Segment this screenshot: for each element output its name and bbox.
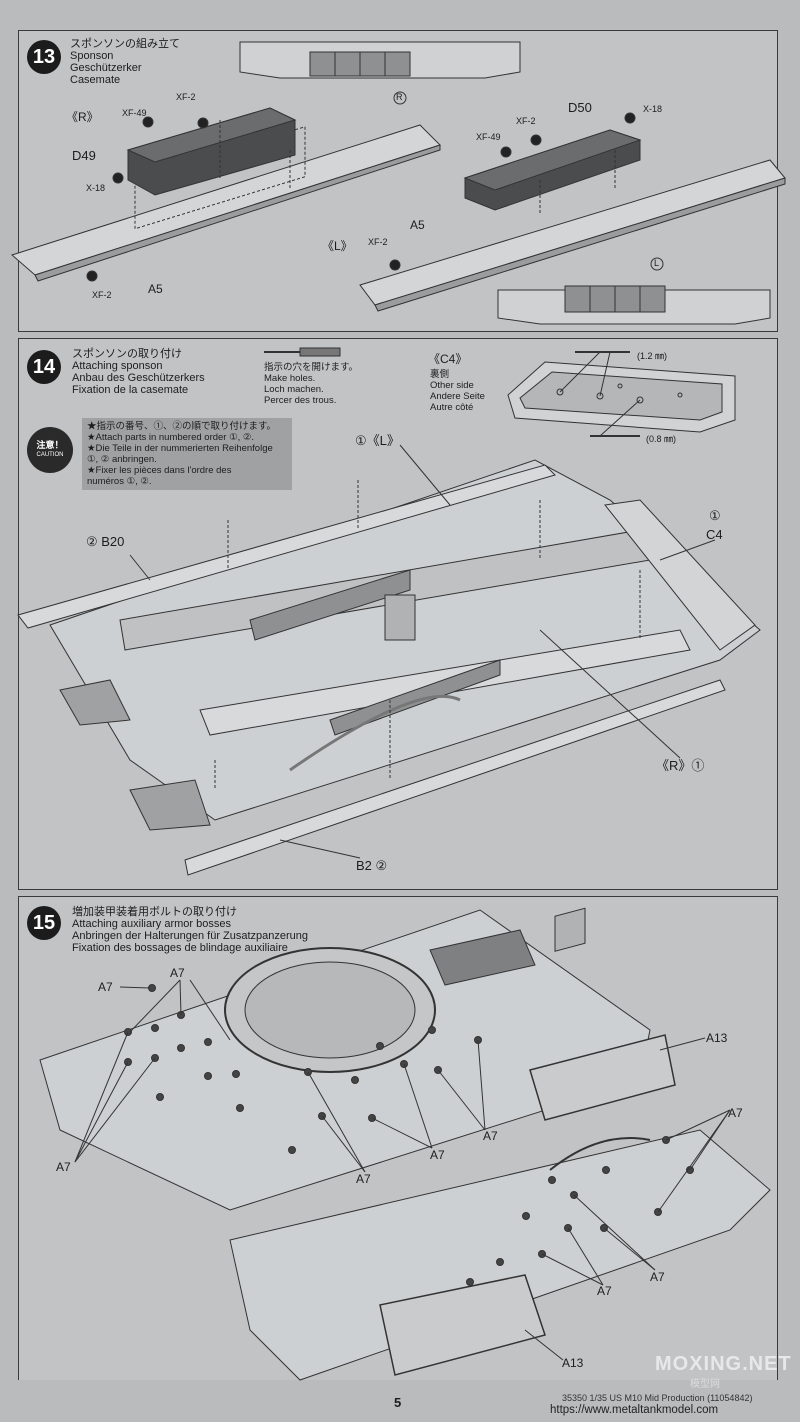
step-13-title-ja: スポンソンの組み立て: [70, 38, 180, 50]
caution-instructions: ★指示の番号、①、②の順で取り付けます。 ★Attach parts in nu…: [82, 418, 292, 490]
make-holes-note: 指示の穴を開けます。 Make holes. Loch machen. Perc…: [264, 362, 358, 406]
casemate-circle-r: R: [396, 92, 403, 102]
caution-line: ★Attach parts in numbered order ①, ②.: [87, 432, 255, 443]
label-a7: A7: [356, 1172, 371, 1186]
paint-xf2-l-top: XF-2: [516, 116, 536, 126]
part-a5-l: A5: [410, 218, 425, 232]
label-a13: A13: [706, 1031, 728, 1045]
label-a13: A13: [562, 1356, 584, 1370]
source-url: https://www.metaltankmodel.com: [550, 1404, 719, 1416]
step-15-title: 増加装甲装着用ボルトの取り付け Attaching auxiliary armo…: [72, 906, 308, 954]
callout-b2: B2 ②: [356, 858, 388, 873]
label-a7: A7: [728, 1106, 743, 1120]
step-14-number: 14: [27, 350, 61, 384]
paint-xf2-r-bottom: XF-2: [92, 290, 112, 300]
callout-l1: ①《L》: [355, 433, 400, 448]
step-14-title: スポンソンの取り付け Attaching sponson Anbau des G…: [72, 348, 205, 396]
caution-badge: 注意！ CAUTION: [27, 427, 73, 473]
paint-xf2-l: XF-2: [368, 237, 388, 247]
other-side-fr: Autre côté: [430, 402, 474, 413]
step-15-number: 15: [27, 906, 61, 940]
callout-r1: 《R》①: [656, 758, 705, 773]
other-side-note: 裏側 Other side Andere Seite Autre côté: [430, 369, 485, 413]
casemate-circle-l: L: [654, 258, 660, 268]
paint-xf49-r: XF-49: [122, 108, 147, 118]
step-13-title: スポンソンの組み立て Sponson Geschützerker Casemat…: [70, 38, 180, 86]
label-a7: A7: [56, 1160, 71, 1174]
make-holes-fr: Percer des trous.: [264, 395, 337, 406]
drill-size-08: (0.8 ㎜): [646, 434, 677, 444]
label-a7: A7: [170, 966, 185, 980]
other-side-en: Other side: [430, 380, 474, 391]
paint-x18-r: X-18: [86, 183, 106, 193]
label-a7: A7: [98, 980, 113, 994]
product-code: 35350 1/35 US M10 Mid Production (110548…: [562, 1393, 753, 1403]
part-d49: D49: [72, 148, 96, 163]
watermark-sub: 模型网: [690, 1379, 720, 1390]
other-side-de: Andere Seite: [430, 391, 485, 402]
drill-size-12: (1.2 ㎜): [637, 351, 668, 361]
label-left-side: 《L》: [322, 239, 353, 253]
caution-en: CAUTION: [36, 452, 64, 458]
caution-line: ①, ② anbringen.: [87, 454, 157, 465]
step-15-title-fr: Fixation des bossages de blindage auxili…: [72, 942, 288, 954]
other-side-ja: 裏側: [430, 369, 450, 380]
c4-inset-label: 《C4》: [428, 352, 468, 366]
callout-c4: C4: [706, 527, 723, 542]
paint-xf2-r-top: XF-2: [176, 92, 196, 102]
step-14-title-de: Anbau des Geschützerkers: [72, 372, 205, 384]
label-right-side: 《R》: [66, 110, 99, 124]
part-a5-r: A5: [148, 282, 163, 296]
step-13-title-en: Sponson: [70, 50, 114, 62]
step-13-title-de: Geschützerker: [70, 62, 142, 74]
paint-xf49-l: XF-49: [476, 132, 501, 142]
caution-ja: 注意！: [36, 440, 64, 450]
make-holes-de: Loch machen.: [264, 384, 324, 395]
step-15-title-de: Anbringen der Halterungen für Zusatzpanz…: [72, 930, 309, 942]
make-holes-en: Make holes.: [264, 373, 316, 384]
caution-line: numéros ①, ②.: [87, 476, 152, 487]
step-13-title-fr: Casemate: [70, 74, 121, 86]
step-15-title-ja: 増加装甲装着用ボルトの取り付け: [72, 906, 237, 918]
caution-line: ★指示の番号、①、②の順で取り付けます。: [87, 421, 277, 432]
label-a7: A7: [597, 1284, 612, 1298]
make-holes-ja: 指示の穴を開けます。: [264, 362, 359, 373]
page-number: 5: [394, 1395, 402, 1410]
step-13-number: 13: [27, 40, 61, 74]
label-a7: A7: [430, 1148, 445, 1162]
caution-line: ★Fixer les pièces dans l'ordre des: [87, 465, 232, 476]
step-14-title-ja: スポンソンの取り付け: [72, 348, 182, 360]
step-14-title-en: Attaching sponson: [72, 360, 163, 372]
callout-c4-num: ①: [709, 508, 721, 523]
watermark: MOXING.NET: [655, 1353, 792, 1375]
step-15-title-en: Attaching auxiliary armor bosses: [72, 918, 231, 930]
paint-x18-l: X-18: [643, 104, 663, 114]
caution-line: ★Die Teile in der nummerierten Reihenfol…: [87, 443, 273, 454]
label-a7: A7: [483, 1129, 498, 1143]
step-14-title-fr: Fixation de la casemate: [72, 384, 189, 396]
callout-b20: ② B20: [86, 534, 125, 549]
part-d50: D50: [568, 100, 592, 115]
label-a7: A7: [650, 1270, 665, 1284]
